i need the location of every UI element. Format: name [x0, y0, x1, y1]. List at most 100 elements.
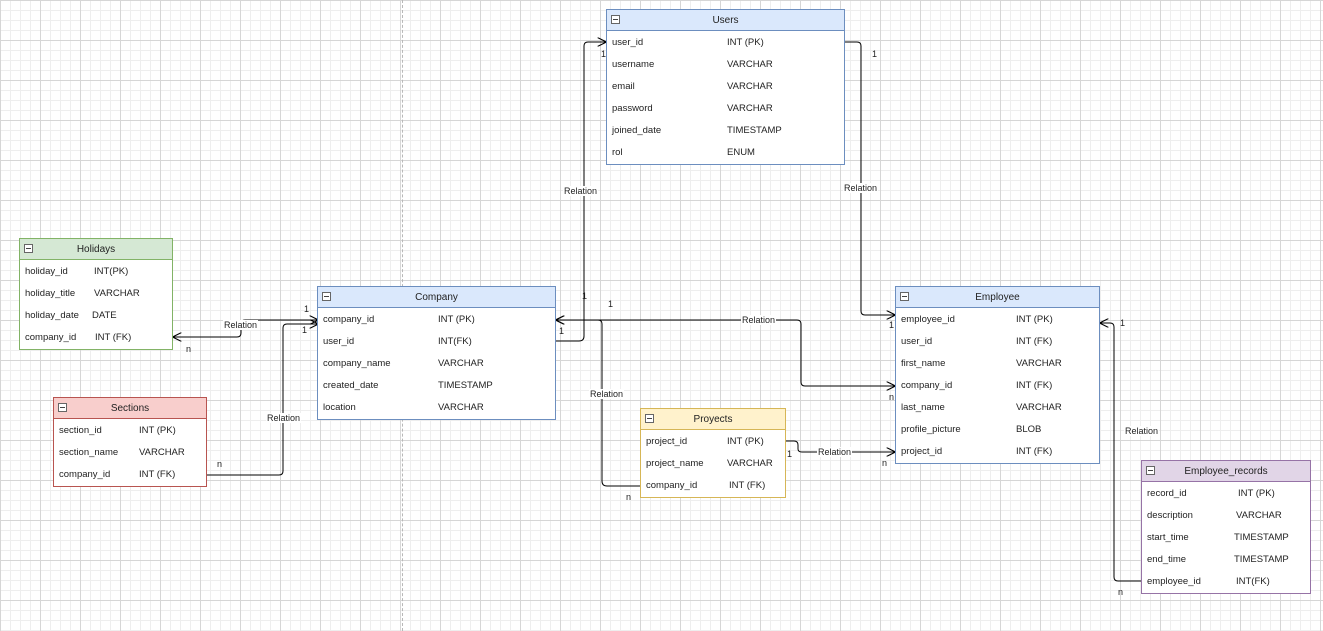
- table-title: Sections: [110, 403, 150, 414]
- table-title: Holidays: [76, 244, 116, 255]
- collapse-icon[interactable]: [58, 403, 67, 412]
- field-name: company_id: [323, 314, 375, 325]
- field-name: created_date: [323, 380, 379, 391]
- relation-employee-records: [1100, 323, 1141, 581]
- relation-proyects-employee: [785, 441, 895, 452]
- field-name: holiday_title: [25, 288, 76, 299]
- relation-company-employee: [556, 320, 895, 386]
- table-header-employee[interactable]: Employee: [896, 287, 1099, 308]
- field-type: BLOB: [1016, 424, 1042, 435]
- field-type: INT (PK): [438, 314, 475, 325]
- field-type: VARCHAR: [1236, 510, 1282, 521]
- field-name: holiday_id: [25, 266, 68, 277]
- table-row[interactable]: first_name VARCHAR: [896, 353, 1099, 375]
- table-row[interactable]: holiday_title VARCHAR: [20, 283, 172, 305]
- field-type: ENUM: [727, 147, 755, 158]
- cardinality-one: 1: [889, 320, 895, 330]
- field-name: company_id: [25, 332, 77, 343]
- table-title: Proyects: [693, 414, 733, 425]
- field-name: email: [612, 81, 635, 92]
- table-row[interactable]: holiday_id INT(PK): [20, 261, 172, 283]
- table-header-company[interactable]: Company: [318, 287, 555, 308]
- field-name: user_id: [323, 336, 355, 347]
- relation-label: Relation: [223, 320, 259, 330]
- table-title: Users: [712, 15, 739, 26]
- relation-label: Relation: [843, 183, 879, 193]
- field-type: VARCHAR: [1016, 402, 1062, 413]
- collapse-icon[interactable]: [900, 292, 909, 301]
- field-type: VARCHAR: [139, 447, 185, 458]
- table-holidays[interactable]: Holidays holiday_id INT(PK) holiday_title…: [19, 238, 173, 350]
- field-type: TIMESTAMP: [727, 125, 782, 136]
- table-title: Company: [415, 292, 458, 303]
- field-type: INT(PK): [94, 266, 129, 277]
- relation-company-proyects: [556, 320, 640, 486]
- field-type: VARCHAR: [1016, 358, 1062, 369]
- table-title: Employee_records: [1184, 466, 1268, 477]
- collapse-icon[interactable]: [322, 292, 331, 301]
- field-name: project_id: [646, 436, 688, 447]
- table-proyects[interactable]: Proyects project_id INT (PK) project_name…: [640, 408, 786, 498]
- collapse-icon[interactable]: [645, 414, 654, 423]
- relation-label: Relation: [741, 315, 777, 325]
- field-name: password: [612, 103, 653, 114]
- collapse-icon[interactable]: [24, 244, 33, 253]
- table-header-holidays[interactable]: Holidays: [20, 239, 172, 260]
- table-header-proyects[interactable]: Proyects: [641, 409, 785, 430]
- field-type: INT (PK): [727, 436, 764, 447]
- field-name: project_name: [646, 458, 704, 469]
- field-type: VARCHAR: [94, 288, 140, 299]
- field-name: user_id: [901, 336, 933, 347]
- table-header-users[interactable]: Users: [607, 10, 844, 31]
- table-header-sections[interactable]: Sections: [54, 398, 206, 419]
- collapse-icon[interactable]: [611, 15, 620, 24]
- cardinality-one: 1: [1120, 318, 1126, 328]
- field-type: DATE: [92, 310, 117, 321]
- relation-users-employee: [845, 42, 895, 315]
- field-name: location: [323, 402, 356, 413]
- field-name: company_id: [59, 469, 111, 480]
- table-header-employee-records[interactable]: Employee_records: [1142, 461, 1310, 482]
- table-row[interactable]: company_id INT (PK): [318, 309, 555, 331]
- cardinality-one: 1: [304, 304, 310, 314]
- field-name: first_name: [901, 358, 946, 369]
- cardinality-one: 1: [872, 49, 878, 59]
- collapse-icon[interactable]: [1146, 466, 1155, 475]
- table-row[interactable]: project_id INT (PK): [641, 431, 785, 453]
- field-name: end_time: [1147, 554, 1187, 565]
- cardinality-many: n: [1118, 587, 1124, 597]
